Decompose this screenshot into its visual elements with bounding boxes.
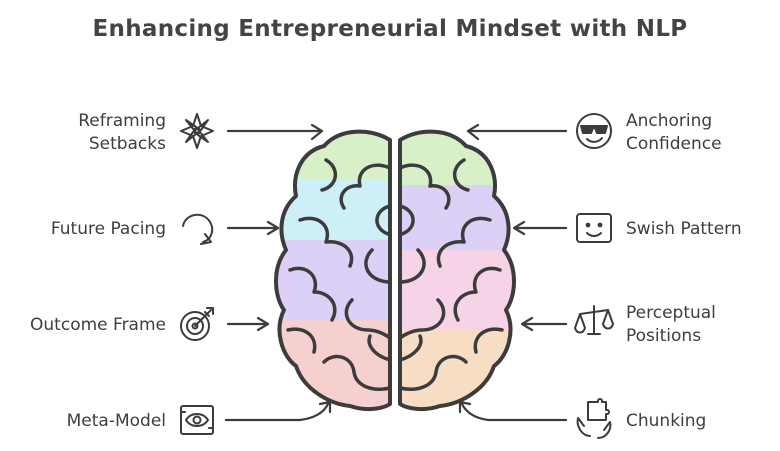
puzzle-hands-icon xyxy=(576,398,612,439)
arrow-perceptual xyxy=(520,316,568,332)
label-reframing-setbacks: Reframing Setbacks xyxy=(78,111,166,154)
balance-scale-icon xyxy=(574,305,614,335)
arrow-meta-model xyxy=(224,400,332,422)
arrow-reframing xyxy=(226,123,324,141)
arrow-swish xyxy=(512,220,568,236)
arrow-future-pacing xyxy=(226,220,280,236)
cool-face-icon xyxy=(576,113,612,149)
smiley-screen-icon xyxy=(576,213,612,243)
label-anchoring-confidence: Anchoring Confidence xyxy=(626,111,722,154)
clockwise-arrow-icon xyxy=(182,213,214,245)
label-chunking: Chunking xyxy=(626,411,707,431)
arrow-chunking xyxy=(458,400,568,422)
label-outcome-frame: Outcome Frame xyxy=(30,315,166,335)
right-lobe-green xyxy=(400,131,514,185)
arrow-outcome-frame xyxy=(226,316,270,332)
label-perceptual-positions: Perceptual Positions xyxy=(626,303,716,346)
brain-folds xyxy=(286,158,504,391)
arrow-anchoring xyxy=(466,123,568,141)
compass-rose-icon xyxy=(180,113,214,149)
connector-arrows xyxy=(224,123,568,422)
target-arrow-icon xyxy=(180,307,214,341)
eye-frame-icon xyxy=(180,405,214,435)
left-lobe-green xyxy=(276,131,390,180)
diagram-title: Enhancing Entrepreneurial Mindset with N… xyxy=(92,16,688,42)
label-swish-pattern: Swish Pattern xyxy=(626,219,742,239)
left-lobe-cyan xyxy=(276,180,390,240)
label-future-pacing: Future Pacing xyxy=(50,219,166,239)
label-meta-model: Meta-Model xyxy=(66,411,166,431)
